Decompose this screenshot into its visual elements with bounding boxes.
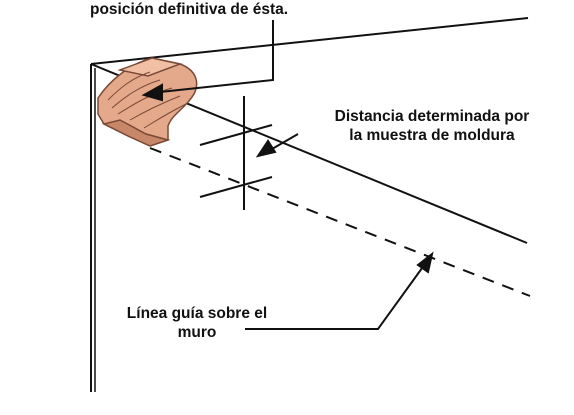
molding-sample	[97, 57, 198, 147]
distance-label: Distancia determinada por la muestra de …	[303, 107, 561, 145]
guide-line-label: Línea guía sobre el muro	[106, 304, 288, 342]
upper-tick-line	[199, 124, 273, 146]
molding-grain	[107, 71, 187, 129]
guide-label-line1: Línea guía sobre el	[126, 305, 268, 322]
distance-label-line1: Distancia determinada por	[334, 108, 530, 125]
molding-top-face	[117, 57, 183, 77]
top-leader-line	[159, 20, 274, 93]
molding-bottom-face	[101, 119, 171, 147]
lower-tick-line	[199, 176, 273, 198]
top-caption-label: posición definitiva de ésta.	[90, 0, 288, 19]
distance-leader-line	[271, 133, 299, 150]
distance-label-line2: la muestra de moldura	[349, 127, 515, 144]
guide-arrowhead	[416, 251, 434, 274]
guide-leader-line	[245, 263, 426, 330]
guide-label-line2: muro	[177, 324, 217, 341]
top-caption-text: posición definitiva de ésta.	[90, 1, 289, 18]
guide-dashed-line	[149, 147, 531, 297]
top-arrowhead	[141, 83, 163, 102]
ceiling-back-edge-line	[90, 17, 529, 65]
distance-arrowhead	[255, 139, 277, 158]
